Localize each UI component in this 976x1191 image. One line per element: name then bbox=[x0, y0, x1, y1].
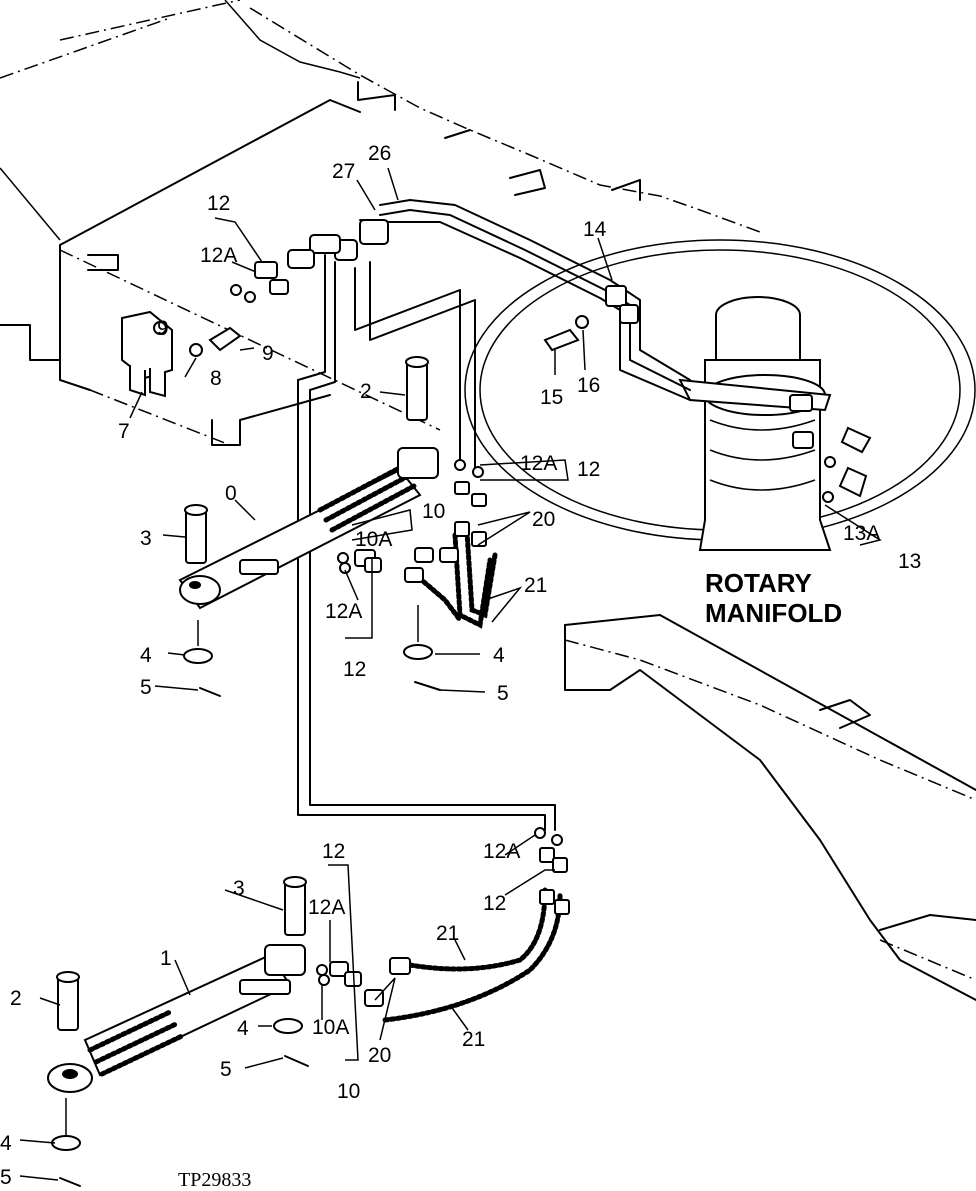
callout-16: 16 bbox=[577, 374, 600, 397]
callout-12-low: 12 bbox=[322, 840, 345, 863]
rotary-manifold-label-line2: MANIFOLD bbox=[705, 598, 842, 628]
callout-4-mid-left: 4 bbox=[140, 644, 152, 667]
callout-13: 13 bbox=[898, 550, 921, 573]
callout-8: 8 bbox=[210, 367, 222, 390]
callout-12-mid: 12 bbox=[577, 458, 600, 481]
callout-21-low-a: 21 bbox=[436, 922, 459, 945]
mid-hoses bbox=[337, 459, 498, 629]
callout-4-low-a: 4 bbox=[237, 1017, 249, 1040]
callout-5-mid-right: 5 bbox=[497, 682, 509, 705]
callout-21-mid: 21 bbox=[524, 574, 547, 597]
rotary-manifold-ring bbox=[464, 239, 976, 1001]
callout-0: 0 bbox=[225, 482, 237, 505]
callout-12a-top: 12A bbox=[200, 244, 237, 267]
frame-outline bbox=[0, 0, 761, 446]
callout-4-low-b: 4 bbox=[0, 1132, 12, 1155]
hose-routing-guides bbox=[297, 254, 556, 831]
steel-lines bbox=[359, 199, 691, 401]
lower-hoses bbox=[316, 827, 570, 1023]
callout-5-mid-left: 5 bbox=[140, 676, 152, 699]
callout-9-a: 9 bbox=[157, 317, 169, 340]
callout-12-midlow: 12 bbox=[343, 658, 366, 681]
callout-9-b: 9 bbox=[262, 342, 274, 365]
callout-26: 26 bbox=[368, 142, 391, 165]
callout-27: 27 bbox=[332, 160, 355, 183]
callout-3-mid: 3 bbox=[140, 527, 152, 550]
cylinder-1 bbox=[47, 876, 309, 1187]
callout-3-low: 3 bbox=[233, 877, 245, 900]
callout-12a-midlow: 12A bbox=[325, 600, 362, 623]
callout-7: 7 bbox=[118, 420, 130, 443]
callout-10a-low: 10A bbox=[312, 1016, 349, 1039]
callout-2-mid: 2 bbox=[360, 380, 372, 403]
callout-13a: 13A bbox=[843, 522, 880, 545]
callout-10a-mid: 10A bbox=[355, 528, 392, 551]
callout-12a-low-right: 12A bbox=[483, 840, 520, 863]
callout-12-top: 12 bbox=[207, 192, 230, 215]
rotary-manifold-label-line1: ROTARY bbox=[705, 568, 812, 598]
callout-12a-mid: 12A bbox=[520, 452, 557, 475]
callout-5-low-b: 5 bbox=[0, 1166, 12, 1189]
callout-14: 14 bbox=[583, 218, 607, 241]
callout-12a-low: 12A bbox=[308, 896, 345, 919]
callout-4-mid-right: 4 bbox=[493, 644, 505, 667]
callout-10-low: 10 bbox=[337, 1080, 360, 1103]
callout-5-low-a: 5 bbox=[220, 1058, 232, 1081]
callout-labels: 26 27 12 12A 9 9 8 7 14 15 16 2 12A 12 0… bbox=[0, 142, 921, 1189]
figure-id: TP29833 bbox=[178, 1169, 251, 1191]
callout-21-low-b: 21 bbox=[462, 1028, 485, 1051]
cylinder-0 bbox=[178, 356, 441, 697]
upper-fittings bbox=[230, 219, 872, 503]
callout-12-low-right: 12 bbox=[483, 892, 506, 915]
callout-20-low: 20 bbox=[368, 1044, 391, 1067]
manifold-label: ROTARY MANIFOLD bbox=[705, 568, 842, 628]
callout-15: 15 bbox=[540, 386, 563, 409]
valve-7 bbox=[121, 310, 589, 398]
callout-20-mid: 20 bbox=[532, 508, 555, 531]
leader-lines bbox=[19, 167, 882, 1181]
callout-1: 1 bbox=[160, 947, 172, 970]
callout-2-low: 2 bbox=[10, 987, 22, 1010]
rotary-manifold bbox=[678, 296, 832, 551]
callout-10-mid: 10 bbox=[422, 500, 445, 523]
